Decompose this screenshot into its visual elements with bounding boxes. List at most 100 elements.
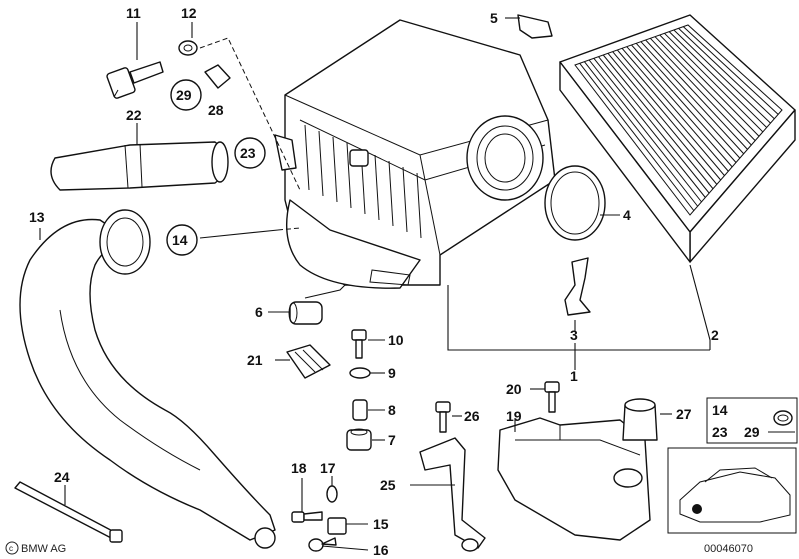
filter-pleat [593,58,706,198]
inset-label-14: 14 [712,402,728,418]
housing-rib [318,130,324,197]
rubber-mount-7 [346,428,372,451]
callout-27: 27 [676,406,692,422]
callout-19: 19 [506,408,522,424]
location-marker-icon [692,504,702,514]
callout-11: 11 [126,5,141,21]
filter-pleat [616,49,725,176]
filter-pleat [673,29,771,124]
bolt-18 [291,511,323,523]
filter-pleat [682,26,779,115]
callout-13: 13 [29,209,45,225]
callout-6: 6 [255,304,263,320]
callout-23: 23 [240,145,256,161]
filter-pleat [584,61,699,207]
sealing-ring-12 [178,40,198,56]
circled-callouts [166,79,266,256]
callout-17: 17 [320,460,336,476]
callout-20: 20 [506,381,522,397]
sleeve-8 [352,399,368,421]
brand-label: BMW AG [21,543,66,555]
kit-inset-box: 14 23 29 [706,397,798,444]
callout-4: 4 [623,207,631,223]
intake-duct [19,209,276,549]
callout-18: 18 [291,460,307,476]
callout-7: 7 [388,432,396,448]
callout-9: 9 [388,365,396,381]
housing-rib [346,142,352,209]
filter-pleat [668,31,768,128]
temperature-sensor [106,61,164,99]
filter-pleat [640,41,745,155]
bolt-10 [351,329,367,359]
hose-27 [622,398,658,441]
callout-16: 16 [373,542,389,558]
filter-pleat [607,53,718,185]
callout-15: 15 [373,516,389,532]
rubber-grommet-28 [204,64,231,89]
callout-1: 1 [570,368,578,384]
inset-label-29: 29 [744,424,760,440]
callout-24: 24 [54,469,70,485]
retaining-clip-5 [517,14,553,39]
inset-label-23: 23 [712,424,728,440]
callout-26: 26 [464,408,480,424]
callout-14: 14 [172,232,188,248]
housing-rib [388,160,394,227]
filter-pleat [602,54,714,190]
callout-28: 28 [208,102,224,118]
copyright-mark: c BMW AG [5,541,66,555]
callout-25: 25 [380,477,396,493]
bolt-26 [435,401,451,433]
clip-nut-15 [327,517,347,535]
drawing-number: 00046070 [704,543,753,555]
callout-8: 8 [388,402,396,418]
washer-9 [349,367,371,379]
filter-pleat [579,63,695,211]
housing-rib [304,124,310,191]
screw-16 [308,537,337,552]
filter-pleat [588,59,702,203]
washer-17 [326,485,338,503]
callout-numbers: 11 12 29 28 22 23 13 14 5 4 6 3 2 1 10 2… [29,5,719,558]
filter-pleat [654,36,756,141]
seal-ring [544,165,606,241]
callout-2: 2 [711,327,719,343]
retaining-clip-3 [564,257,591,316]
rubber-buffer-21 [286,344,331,379]
filter-pleat [678,27,775,120]
filter-pleat [635,42,741,159]
leader-lines [39,17,711,551]
callout-29: 29 [176,87,192,103]
air-filter-element [559,14,796,263]
callout-22: 22 [126,107,142,123]
bolt-20 [544,381,560,413]
vehicle-locator-inset [667,447,797,534]
filter-pleat [645,39,748,150]
housing-rib [416,172,422,239]
filter-pleat [631,44,737,163]
bracket-25 [419,437,486,552]
svg-text:c: c [9,544,13,553]
resonator-box [497,417,651,541]
filter-pleat [598,56,710,194]
intake-sleeve [50,141,229,191]
callout-3: 3 [570,327,578,343]
housing-rib [402,166,408,233]
air-filter-housing [284,19,556,289]
filter-pleat [612,51,722,181]
filter-pleat [649,37,752,146]
filter-pleat [664,32,764,133]
filter-pleat [659,34,760,137]
rubber-mount-6 [288,301,323,325]
housing-rib [374,154,380,221]
callout-10: 10 [388,332,404,348]
callout-12: 12 [181,5,197,21]
housing-rib [332,136,338,203]
grommet-23-part [274,134,297,171]
filter-pleat [626,46,733,168]
callout-5: 5 [490,10,498,26]
filter-pleat [621,48,729,172]
callout-21: 21 [247,352,263,368]
